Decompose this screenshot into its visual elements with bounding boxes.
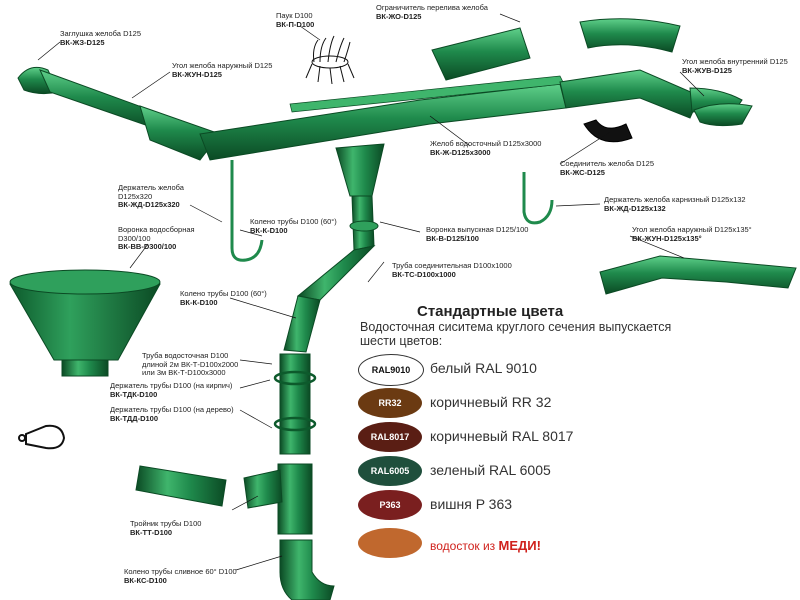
gutter-connector — [583, 119, 633, 143]
copper-label-text: водосток из — [430, 539, 499, 553]
gutter-bracket-fascia — [522, 172, 554, 225]
color-row-copper: водосток из МЕДИ! — [358, 528, 688, 562]
copper-label-emphasis: МЕДИ! — [498, 538, 541, 553]
color-name-ral9010: белый RAL 9010 — [430, 360, 537, 376]
overflow-limiter-2 — [579, 18, 681, 53]
label-corner-135: Угол желоба наружный D125x135°ВК-ЖУН-D12… — [632, 225, 752, 243]
copper-label: водосток из МЕДИ! — [430, 538, 541, 553]
colors-subtitle: Водосточная сиситема круглого сечения вы… — [360, 320, 672, 348]
gutter-end-cap-right — [693, 103, 753, 127]
gutter-outlet — [335, 143, 385, 197]
color-name-rr32: коричневый RR 32 — [430, 394, 552, 410]
pipe-tee-branch — [243, 469, 283, 509]
color-swatch-ral6005: RAL6005 — [358, 456, 422, 486]
label-elbow-mid: Колено трубы D100 (60°)ВК-К-D100 — [180, 289, 267, 307]
color-swatch-p363: P363 — [358, 490, 422, 520]
label-elbow-top: Колено трубы D100 (60°)ВК-К-D100 — [250, 217, 337, 235]
collecting-funnel-spout — [61, 359, 109, 377]
color-row-ral9010: RAL9010 белый RAL 9010 — [358, 354, 688, 388]
color-name-p363: вишня P 363 — [430, 496, 513, 512]
gutter-segment-left — [39, 69, 161, 131]
color-swatch-ral8017: RAL8017 — [358, 422, 422, 452]
leader-lines — [37, 13, 705, 571]
color-swatch-copper — [358, 528, 422, 558]
pipe-elbow-lower — [283, 295, 321, 353]
downpipe — [279, 353, 311, 455]
color-name-ral8017: коричневый RAL 8017 — [430, 428, 574, 444]
color-name-ral6005: зеленый RAL 6005 — [430, 462, 551, 478]
gutter-outer-corner-135 — [599, 255, 797, 295]
gutter-segment-right — [559, 69, 701, 119]
overflow-limiter-1 — [431, 27, 531, 81]
label-bracket-brick: Держатель трубы D100 (на кирпич)ВК-ТДК-D… — [110, 381, 233, 399]
color-row-ral8017: RAL8017 коричневый RAL 8017 — [358, 422, 688, 456]
colors-title: Стандартные цвета — [417, 303, 564, 320]
color-swatch-ral9010: RAL9010 — [358, 354, 424, 386]
pipe-ring-upper — [349, 220, 379, 232]
pipe-bracket-brick — [273, 370, 317, 386]
gutter-bracket-long — [230, 160, 264, 262]
gutter-outer-corner — [139, 105, 221, 161]
pipe-clamp-small — [18, 424, 66, 450]
pipe-loose — [135, 465, 227, 507]
color-swatch-rr32: RR32 — [358, 388, 422, 418]
drain-elbow — [279, 539, 335, 600]
collecting-funnel-rim — [9, 269, 161, 295]
pipe-bracket-wood — [273, 416, 317, 432]
pipe-tee — [277, 463, 313, 535]
color-row-p363: P363 вишня P 363 — [358, 490, 688, 524]
color-row-rr32: RR32 коричневый RR 32 — [358, 388, 688, 422]
color-row-ral6005: RAL6005 зеленый RAL 6005 — [358, 456, 688, 490]
spider-leaf-guard — [305, 35, 355, 85]
connecting-pipe — [296, 245, 376, 301]
label-bracket-wood: Держатель трубы D100 (на дерево)ВК-ТДД-D… — [110, 405, 234, 423]
